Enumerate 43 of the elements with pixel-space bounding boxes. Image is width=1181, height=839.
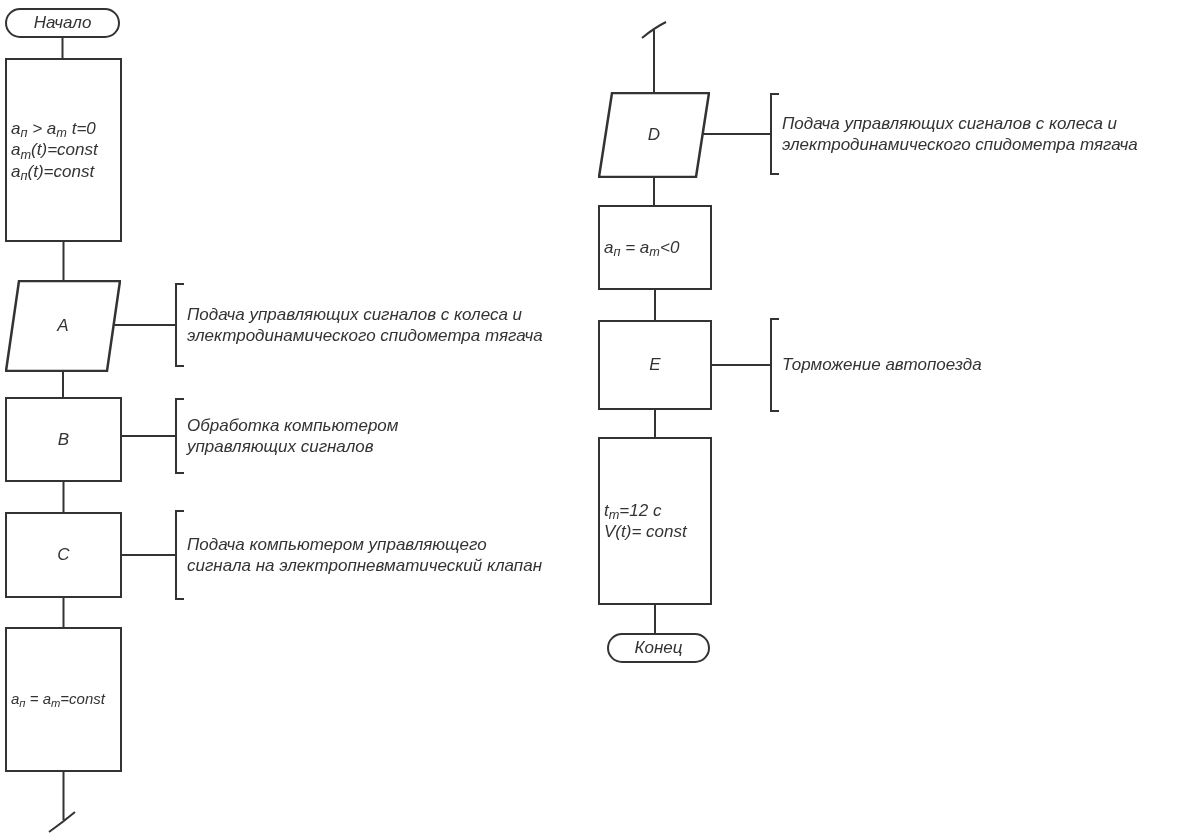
input-parallelogram [5,280,121,372]
connector-line [711,364,771,366]
node-text: Подача управляющих сигналов с колеса и электродинамического спидометра тягача [782,112,1139,156]
connector-line [121,435,176,437]
node-text: a$_{п}$ = a$_{т}$=const [11,690,105,709]
node-text: Подача управляющих сигналов с колеса и электродинамического спидометра тягача [187,303,544,347]
input-parallelogram [598,92,710,178]
terminal-box [5,8,120,38]
node-text: E [649,354,661,376]
process-box [5,58,122,242]
connector-line [62,241,65,281]
connector-line [641,21,667,93]
node-text: A [57,315,69,337]
node-text: a$_{п}$ > a$_{т}$ t=0 a$_{т}$(t)=const a$_{п}$(t)=const [11,118,100,182]
connector-line [61,37,64,59]
connector-line [62,371,64,398]
connector-line [62,481,65,513]
process-box [598,205,712,290]
node-text: B [57,428,70,451]
process-box [598,320,712,410]
node-text: Обработка компьютером управляющих сигналов [187,414,400,458]
connector-line [654,604,656,634]
connector-line [62,597,65,628]
node-text: a$_{п}$ = a$_{т}$<0 [604,236,680,259]
process-box [5,512,122,598]
connector-line [654,409,656,438]
connector-line [121,554,176,556]
process-box [598,437,712,605]
connector-line [702,133,771,135]
process-box [5,397,122,482]
node-text: Торможение автопоезда [782,354,982,376]
node-text: C [57,544,70,566]
terminal-box [607,633,710,663]
connector-line [48,771,76,833]
connector-line [653,177,655,206]
connector-line [654,289,656,321]
connector-line [113,324,176,326]
process-box [5,627,122,772]
node-text: Конец [634,637,683,659]
node-text: Подача компьютером управляющего сигнала на электропневматический клапан [187,533,544,577]
node-text: Начало [33,12,92,34]
node-text: D [647,124,661,146]
node-text: t$_{т}$=12 с V(t)= const [604,499,689,543]
